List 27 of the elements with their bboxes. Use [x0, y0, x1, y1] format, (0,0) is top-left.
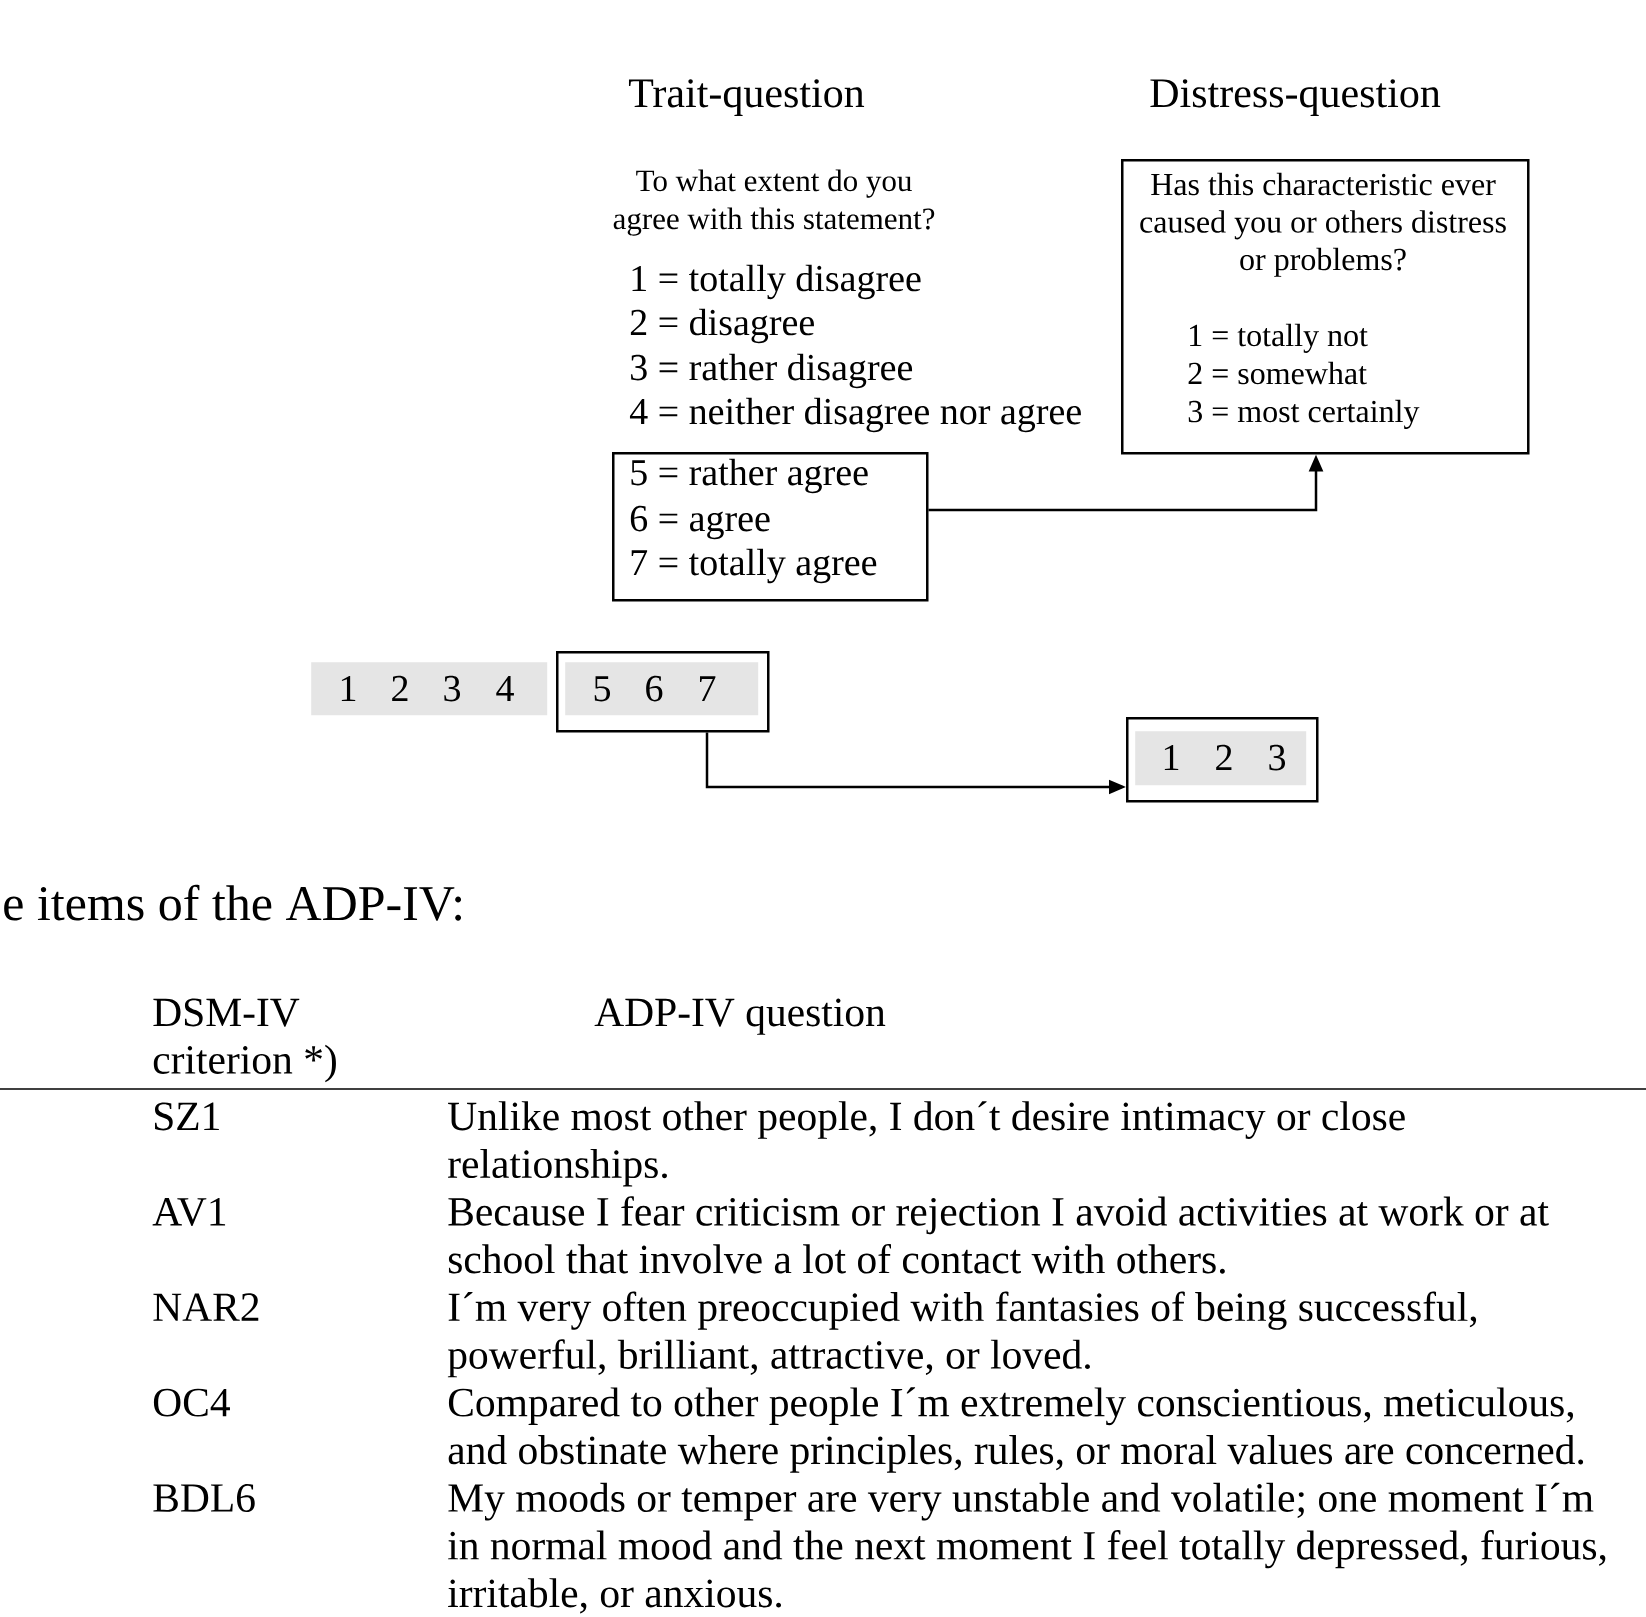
table-header: DSM-IV criterion *)	[153, 998, 336, 1083]
scale-option: 4 = neither disagree nor agree	[629, 397, 1081, 433]
table-cell: NAR2	[153, 1293, 259, 1321]
table-header: ADP-IV question	[594, 998, 886, 1035]
scale-options-box: 5 = rather agree 6 = agree 7 = totally agree	[612, 452, 929, 602]
table-cell: My moods or temper are very unstable and volatile; one moment I´m in normal mood and the next moment I feel totally depressed, furious, irritable, or anxious.	[448, 1482, 1606, 1614]
column-heading: Distress-question	[1150, 79, 1441, 116]
question-box: Has this characteristic ever caused you or others distress or problems? 1 = totally not 2 = somewhat 3 = most certainly	[1121, 159, 1530, 455]
table-cell: OC4	[153, 1388, 230, 1417]
table-cell: Because I fear criticism or rejection I avoid activities at work or at school that involve a lot of contact with others.	[448, 1196, 1549, 1274]
highlight-frame	[1126, 717, 1319, 803]
scale-option: 1 = totally disagree	[632, 264, 921, 300]
table-cell: I´m very often preoccupied with fantasies of being successful, powerful, brilliant, attractive, or loved.	[447, 1291, 1477, 1378]
table-cell: SZ1	[155, 1102, 219, 1131]
rating-strip: 1 2 3 4	[311, 662, 548, 716]
highlight-frame	[556, 651, 770, 733]
question-text: To what extent do you agree with this statement?	[613, 169, 935, 236]
column-heading: Trait-question	[629, 79, 865, 116]
rating-strip: 5 6 7	[565, 662, 759, 716]
rating-strip: 1 2 3	[1135, 731, 1307, 786]
section-heading: e items of the ADP-IV:	[4, 884, 462, 921]
table-cell: Unlike most other people, I don´t desire intimacy or close relationships.	[448, 1101, 1405, 1187]
table-cell: BDL6	[153, 1484, 255, 1512]
table-cell: Compared to other people I´m extremely conscientious, meticulous, and obstinate where principles, rules, or moral values are concerned.	[448, 1387, 1584, 1473]
table-cell: AV1	[152, 1198, 226, 1227]
scale-option: 3 = rather disagree	[631, 353, 913, 389]
scale-option: 2 = disagree	[630, 308, 814, 344]
